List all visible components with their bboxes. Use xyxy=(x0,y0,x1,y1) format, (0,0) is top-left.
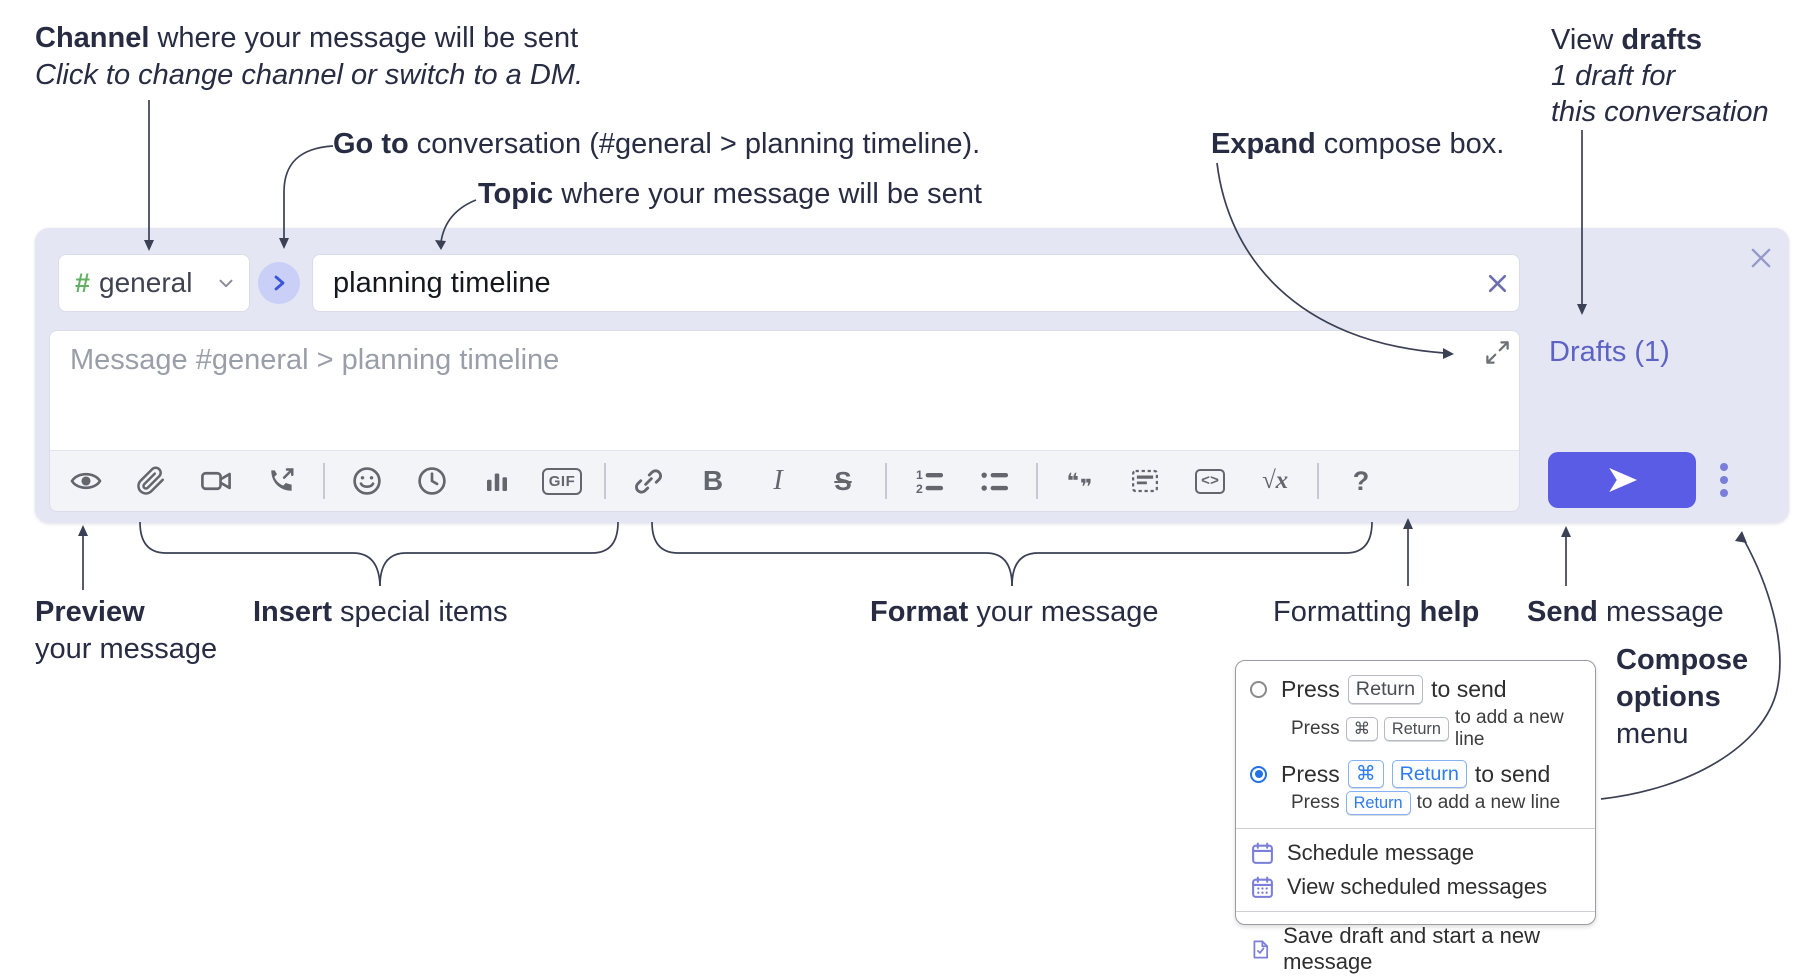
video-call-icon[interactable] xyxy=(196,459,236,503)
annotation-view-drafts: View drafts 1 draft for this conversatio… xyxy=(1551,24,1769,128)
menu-divider xyxy=(1236,911,1595,913)
toolbar-divider xyxy=(885,463,887,499)
annotation-expand: Expand compose box. xyxy=(1211,128,1505,160)
annotation-topic: Topic where your message will be sent xyxy=(478,178,982,210)
brace-format-left xyxy=(651,521,1013,587)
message-formatting-help-icon[interactable]: ? xyxy=(1341,459,1381,503)
expand-icon xyxy=(1486,341,1509,364)
spoiler-icon[interactable] xyxy=(1125,459,1165,503)
bold-icon[interactable]: B xyxy=(693,459,733,503)
send-icon xyxy=(1609,468,1637,492)
annotation-channel: Channel where your message will be sent … xyxy=(35,20,583,94)
math-icon[interactable]: √x xyxy=(1255,459,1295,503)
menu-option-cmd-return-to-send[interactable]: Press ⌘ Return to send Press Return to a… xyxy=(1236,757,1595,822)
figure-canvas: Channel where your message will be sent … xyxy=(35,20,1789,974)
chevron-right-icon xyxy=(274,275,285,291)
key-return: Return xyxy=(1383,716,1449,741)
chevron-down-icon xyxy=(219,279,233,288)
key-cmd: ⌘ xyxy=(1345,716,1378,741)
calendar-grid-icon xyxy=(1252,876,1273,898)
radio-selected[interactable] xyxy=(1250,765,1267,783)
annotation-channel-line1: Channel where your message will be sent xyxy=(35,20,583,57)
channel-name: general xyxy=(99,267,193,298)
annotation-format: Format your message xyxy=(870,596,1159,628)
compose-box: # general xyxy=(35,228,1789,523)
channel-selector[interactable]: # general xyxy=(58,254,250,312)
annotation-compose-options: Compose options menu xyxy=(1616,644,1749,750)
dot xyxy=(1720,489,1728,497)
toolbar-divider xyxy=(604,463,606,499)
connector-go-to xyxy=(283,145,334,240)
topic-input[interactable] xyxy=(313,266,1475,300)
channel-hash-icon: # xyxy=(75,267,91,298)
compose-options-menu-button[interactable] xyxy=(1712,452,1736,508)
poll-icon[interactable] xyxy=(477,459,517,503)
dot xyxy=(1720,463,1728,471)
attach-file-icon[interactable] xyxy=(131,459,171,503)
arrowhead-send xyxy=(1561,526,1571,537)
menu-item-view-scheduled-messages[interactable]: View scheduled messages xyxy=(1236,870,1595,904)
toolbar-divider xyxy=(1317,463,1319,499)
brace-format-right xyxy=(1011,521,1373,587)
message-input[interactable] xyxy=(50,331,1519,450)
key-cmd: ⌘ xyxy=(1347,759,1384,789)
arrowhead-compose-options xyxy=(1735,531,1747,543)
italic-icon[interactable]: I xyxy=(758,459,798,503)
annotation-channel-rest: where your message will be sent xyxy=(149,22,579,54)
message-field xyxy=(49,330,1520,450)
key-return: Return xyxy=(1347,675,1424,704)
topic-field xyxy=(312,254,1520,312)
calendar-icon xyxy=(1252,842,1273,864)
code-icon[interactable]: <> xyxy=(1190,459,1230,503)
svg-text:2: 2 xyxy=(915,482,922,496)
annotation-preview: Preview your message xyxy=(35,596,218,665)
key-return: Return xyxy=(1391,759,1467,789)
quote-icon[interactable]: ❝❞ xyxy=(1060,459,1100,503)
svg-text:1: 1 xyxy=(915,467,922,481)
menu-option-return-to-send[interactable]: Press Return to send Press ⌘ Return to a… xyxy=(1236,672,1595,757)
menu-item-save-draft[interactable]: Save draft and start a new message xyxy=(1236,919,1595,979)
voice-call-icon[interactable] xyxy=(261,459,301,503)
bulleted-list-icon[interactable] xyxy=(974,459,1014,503)
annotation-channel-bold: Channel xyxy=(35,22,150,54)
time-icon[interactable] xyxy=(412,459,452,503)
brace-insert-left xyxy=(139,521,381,587)
annotation-channel-subtitle: Click to change channel or switch to a D… xyxy=(35,59,584,91)
close-compose-button[interactable] xyxy=(1747,244,1775,272)
compose-toolbar: GIF B I S 1 xyxy=(49,450,1520,512)
dot xyxy=(1720,476,1728,484)
annotation-send: Send message xyxy=(1527,596,1724,628)
close-icon xyxy=(1751,248,1771,268)
toolbar-divider xyxy=(1036,463,1038,499)
clear-topic-button[interactable] xyxy=(1475,261,1519,305)
link-icon[interactable] xyxy=(628,459,668,503)
annotation-insert: Insert special items xyxy=(253,596,508,628)
expand-compose-button[interactable] xyxy=(1484,339,1511,366)
close-icon xyxy=(1488,274,1506,292)
draft-check-icon xyxy=(1253,940,1269,959)
annotation-go-to: Go to conversation (#general > planning … xyxy=(333,128,981,160)
toolbar-divider xyxy=(323,463,325,499)
annotation-formatting-help: Formatting help xyxy=(1273,596,1480,628)
drafts-link[interactable]: Drafts (1) xyxy=(1549,336,1670,368)
radio-unselected[interactable] xyxy=(1250,680,1267,698)
preview-icon[interactable] xyxy=(66,459,106,503)
key-return: Return xyxy=(1345,791,1411,816)
strikethrough-icon[interactable]: S xyxy=(823,459,863,503)
numbered-list-icon[interactable]: 1 2 xyxy=(909,459,949,503)
emoji-icon[interactable] xyxy=(347,459,387,503)
compose-options-menu: Press Return to send Press ⌘ Return to a… xyxy=(1235,660,1596,974)
send-button[interactable] xyxy=(1548,452,1696,508)
arrowhead-preview xyxy=(78,525,88,536)
go-to-conversation-button[interactable] xyxy=(258,262,300,304)
menu-divider xyxy=(1236,828,1595,830)
gif-icon[interactable]: GIF xyxy=(541,459,583,503)
brace-insert-right xyxy=(379,521,619,587)
menu-item-schedule-message[interactable]: Schedule message xyxy=(1236,836,1595,870)
